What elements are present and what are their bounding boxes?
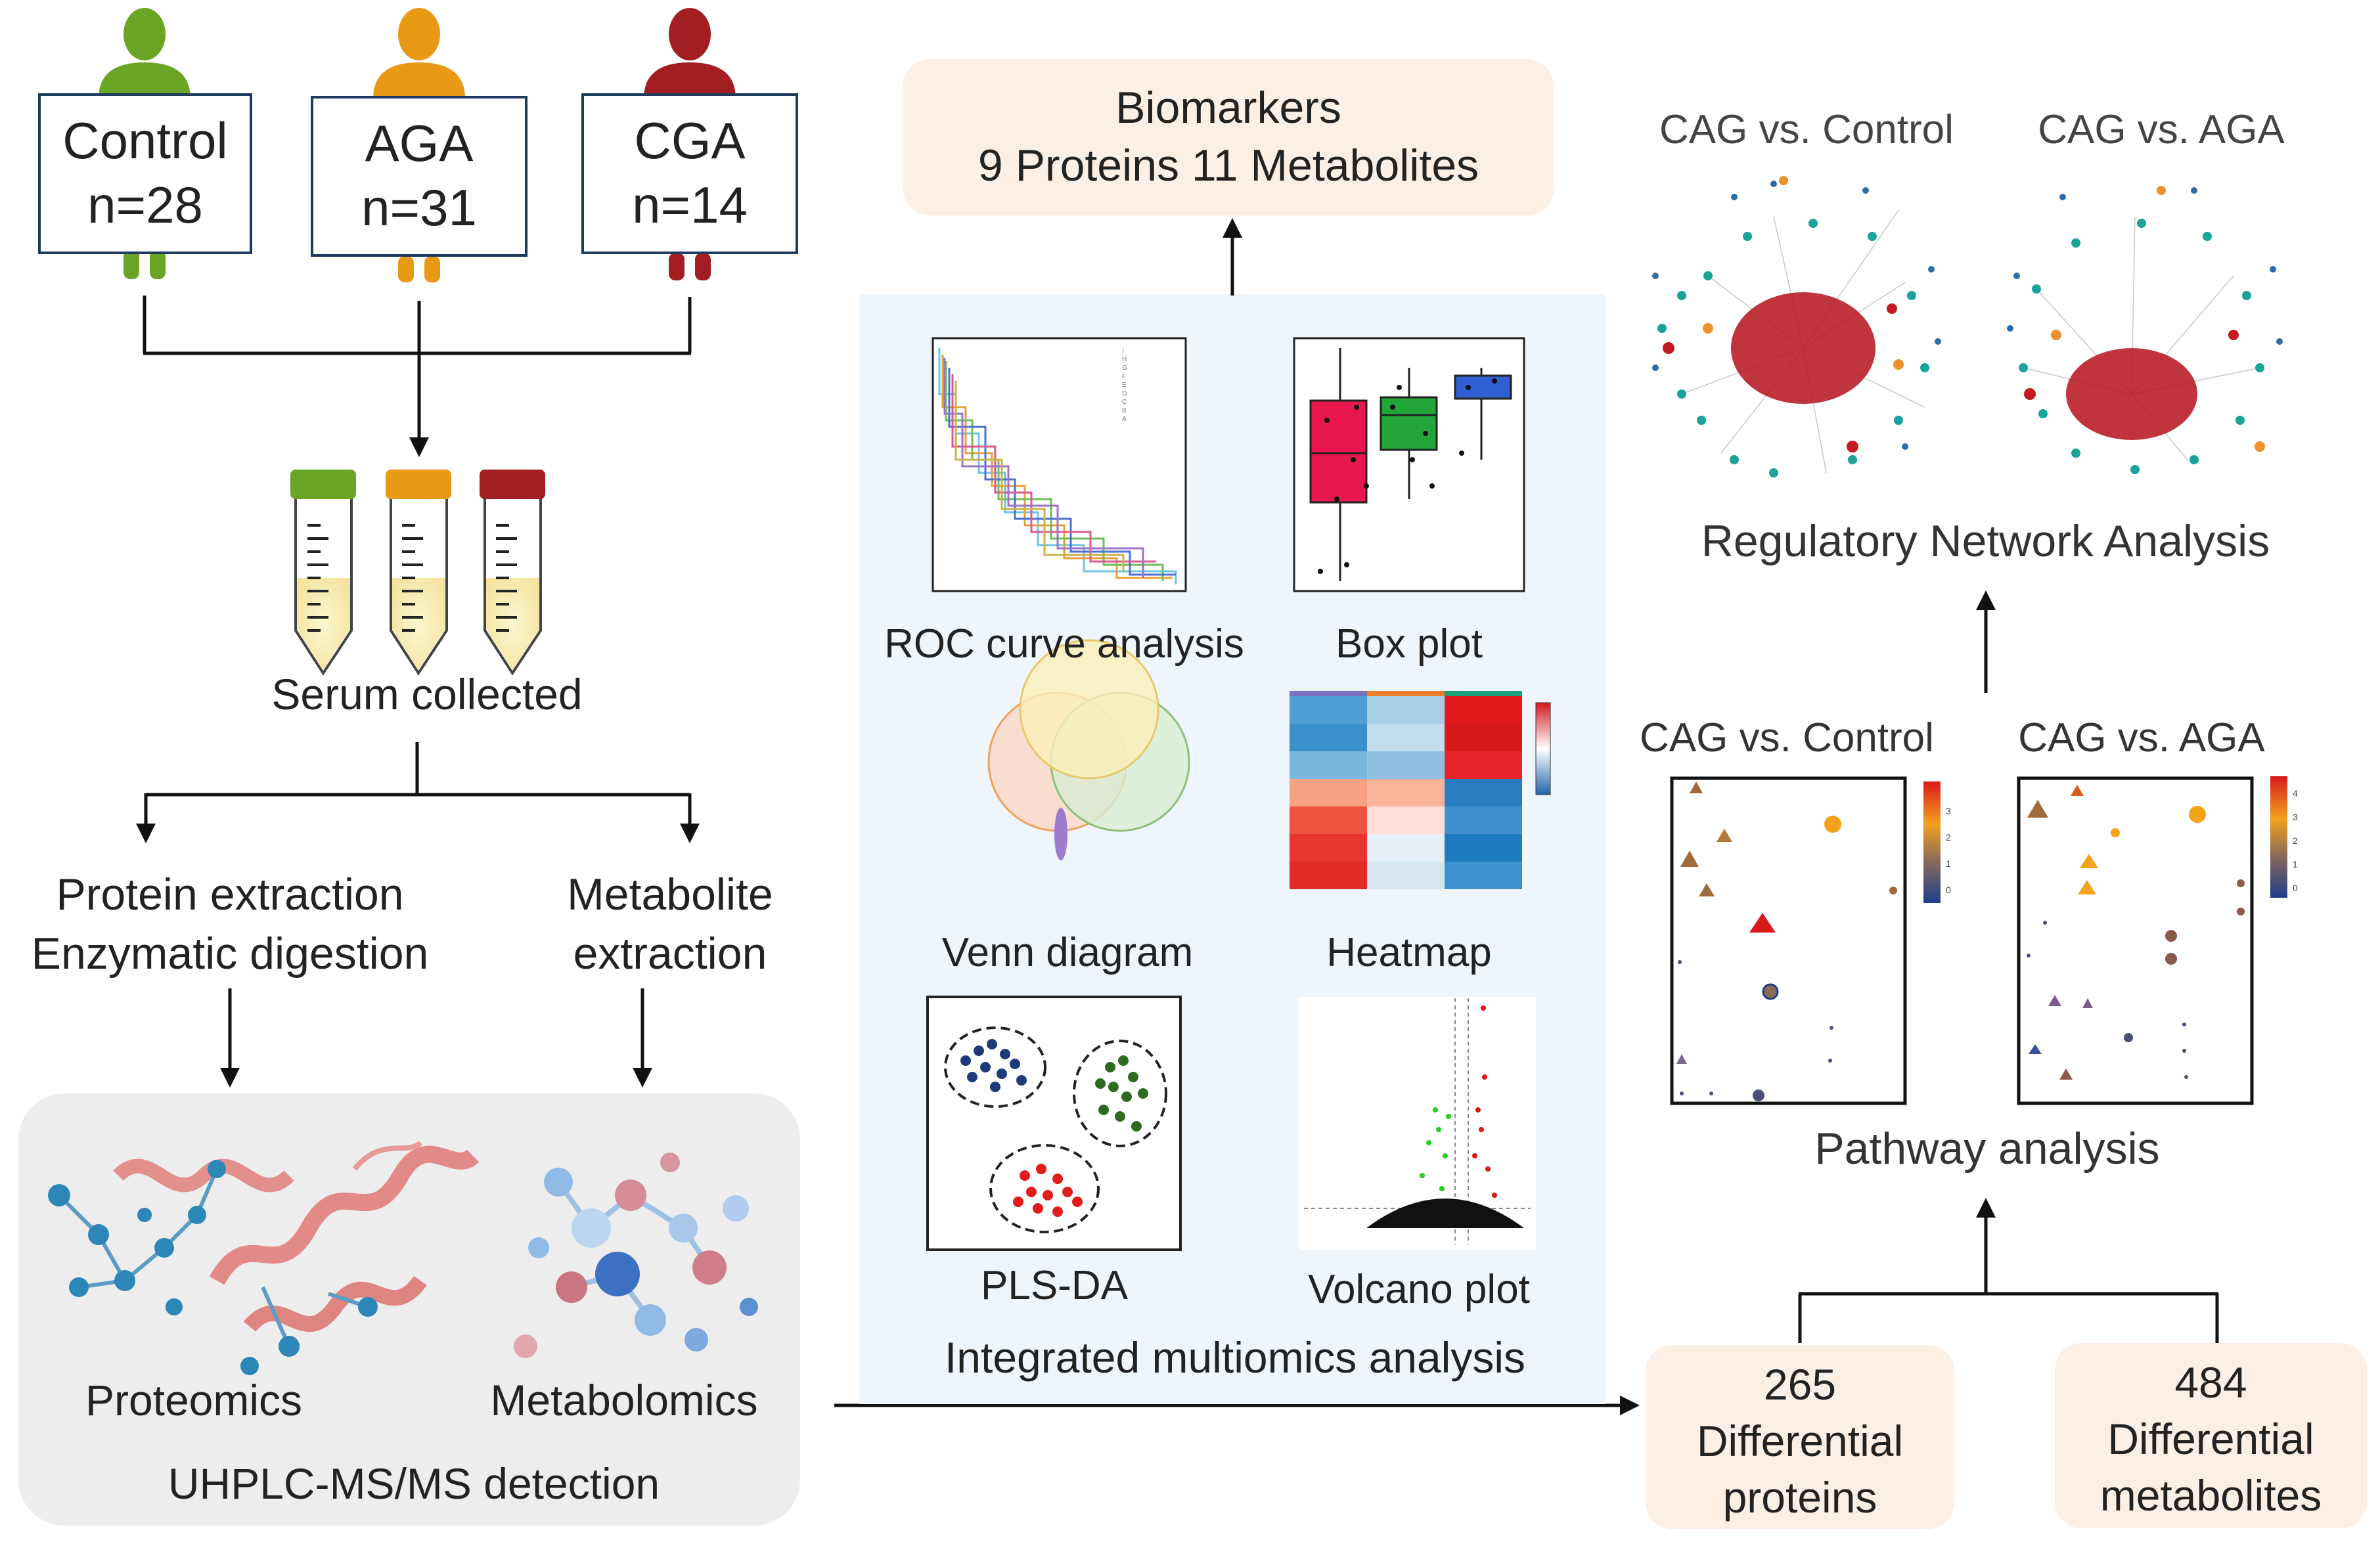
network-right-title: CAG vs. AGA (2038, 107, 2285, 152)
heatmap-chart (1290, 691, 1551, 889)
group-count-control: n=28 (87, 175, 203, 234)
diff-proteins-line-2: proteins (1722, 1472, 1877, 1522)
scale-right-0: 0 (2293, 883, 2298, 893)
roc-legend-0: I (1122, 347, 1124, 355)
group-box-cga: CGA n=14 (581, 93, 798, 254)
group-box-control: Control n=28 (38, 93, 252, 254)
pathway-scale-left: 3 2 1 0 (1946, 798, 1951, 903)
plsda-label: PLS-DA (981, 1263, 1128, 1308)
protein-illustration (48, 1140, 480, 1375)
box-plot-label: Box plot (1335, 621, 1483, 667)
protein-extraction-label: Protein extraction Enzymatic digestion (0, 866, 460, 984)
box-plot (1293, 337, 1525, 592)
roc-legend: I H G F E D C B A (1122, 347, 1127, 424)
group-box-aga: AGA n=31 (311, 96, 528, 257)
network-graph-cag-vs-aga (2007, 186, 2283, 474)
tube-control (290, 470, 356, 676)
group-name-aga: AGA (365, 114, 474, 172)
diff-proteins-count: 265 (1763, 1360, 1837, 1409)
metabolite-illustration (514, 1153, 758, 1358)
metab-line-1: Metabolite (567, 870, 773, 919)
pathway-plot-cag-vs-aga (2017, 776, 2287, 1105)
roc-legend-5: D (1122, 390, 1127, 397)
roc-legend-4: E (1122, 382, 1127, 389)
pathway-plot-cag-vs-control (1670, 776, 1941, 1105)
pathway-right-title: CAG vs. AGA (2018, 715, 2265, 760)
protein-line-1: Protein extraction (56, 870, 404, 919)
biomarkers-title: Biomarkers (1115, 83, 1341, 133)
pathway-scale-right: 4 3 2 1 0 (2293, 782, 2298, 900)
roc-legend-3: F (1122, 373, 1127, 380)
venn-label: Venn diagram (941, 930, 1194, 975)
pathway-left-title: CAG vs. Control (1640, 715, 1934, 760)
roc-legend-1: H (1122, 356, 1127, 363)
diff-proteins-line-1: Differential (1696, 1416, 1904, 1465)
detection-panel (18, 1093, 800, 1526)
tube-cga (480, 470, 545, 676)
group-name-cga: CGA (634, 112, 746, 169)
metabolite-extraction-label: Metabolite extraction (499, 866, 841, 984)
integrated-label: Integrated multiomics analysis (944, 1333, 1526, 1382)
differential-proteins-box: 265 Differential proteins (1646, 1345, 1954, 1529)
group-count-aga: n=31 (361, 178, 477, 236)
group-count-cga: n=14 (632, 175, 748, 234)
scale-left-0: 0 (1946, 885, 1951, 895)
roc-label: ROC curve analysis (884, 621, 1244, 667)
tube-aga (386, 470, 451, 676)
scale-right-2: 2 (2293, 835, 2298, 846)
roc-legend-6: C (1122, 399, 1127, 406)
biomarkers-box: Biomarkers 9 Proteins 11 Metabolites (903, 59, 1554, 215)
network-title: Regulatory Network Analysis (1701, 516, 2270, 566)
group-connector (143, 296, 692, 457)
network-graph-cag-vs-control (1652, 176, 1941, 477)
scale-right-4: 4 (2293, 788, 2298, 799)
volcano-plot (1299, 997, 1536, 1250)
scale-right-1: 1 (2293, 859, 2298, 870)
protein-line-2: Enzymatic digestion (31, 928, 429, 979)
volcano-label: Volcano plot (1308, 1267, 1530, 1312)
serum-tubes (290, 470, 545, 676)
biomarkers-counts: 9 Proteins 11 Metabolites (977, 141, 1479, 191)
serum-label: Serum collected (271, 670, 583, 718)
diff-metabolites-line-2: metabolites (2099, 1470, 2322, 1520)
heatmap-label: Heatmap (1326, 930, 1492, 975)
roc-legend-8: A (1122, 416, 1127, 423)
scale-left-3: 3 (1946, 806, 1951, 816)
pathway-title: Pathway analysis (1814, 1124, 2160, 1174)
group-name-control: Control (62, 112, 228, 169)
venn-diagram (987, 639, 1190, 860)
uhplc-label: UHPLC-MS/MS detection (168, 1459, 660, 1508)
network-left-title: CAG vs. Control (1659, 107, 1954, 152)
proteomics-label: Proteomics (85, 1376, 303, 1424)
metab-line-2: extraction (573, 928, 767, 979)
metabolomics-label: Metabolomics (490, 1376, 758, 1424)
diff-metabolites-line-1: Differential (2107, 1414, 2314, 1463)
roc-chart (932, 337, 1187, 592)
diff-metabolites-count: 484 (2174, 1358, 2247, 1407)
differential-connector (1798, 1198, 2219, 1343)
differential-metabolites-box: 484 Differential metabolites (2055, 1343, 2367, 1528)
scale-left-2: 2 (1946, 832, 1951, 843)
split-connector (136, 742, 700, 1088)
roc-legend-7: B (1122, 407, 1127, 414)
scale-left-1: 1 (1946, 858, 1951, 869)
roc-legend-2: G (1122, 364, 1127, 372)
plsda-chart (926, 996, 1182, 1251)
scale-right-3: 3 (2293, 812, 2298, 822)
